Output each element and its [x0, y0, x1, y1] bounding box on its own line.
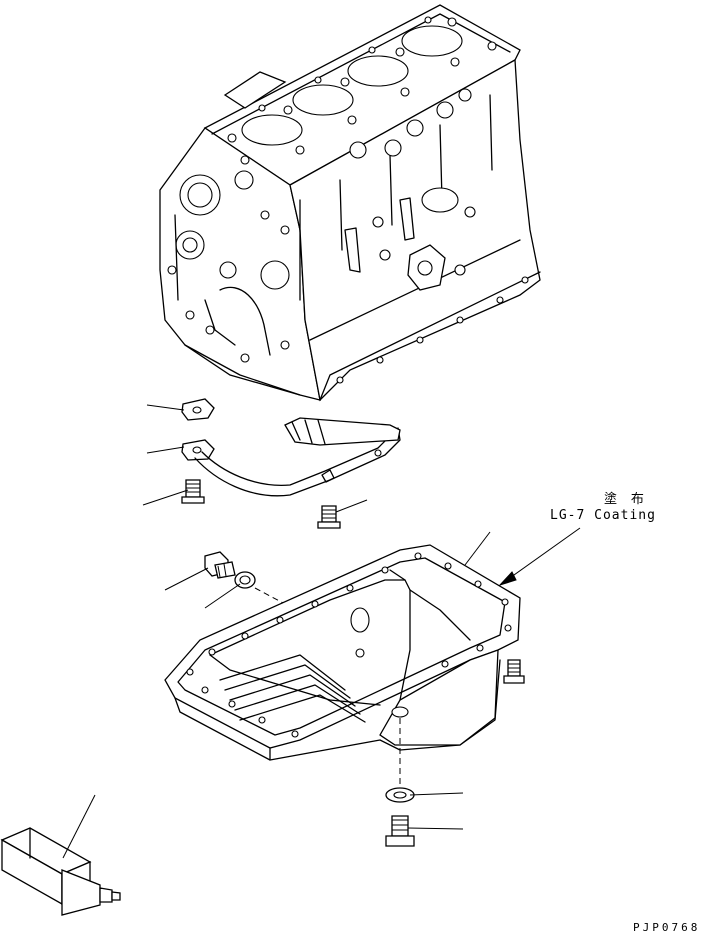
oil-pan: [164, 544, 521, 761]
oil-pipe-assembly: [181, 398, 401, 529]
pipe-flange: [181, 439, 215, 461]
drain-plug-lower: [385, 815, 415, 847]
pipe-bolt-2: [317, 505, 341, 529]
flange-gasket: [181, 398, 215, 421]
engine-block: [159, 4, 541, 402]
pan-bolt: [503, 659, 525, 684]
coating-label-japanese: 塗 布: [604, 492, 647, 507]
wrench-tool: [0, 827, 121, 916]
pipe-bolt-1: [181, 479, 205, 504]
coating-label-english: LG-7 Coating: [550, 508, 656, 523]
drawing-number: PJP0768: [633, 921, 701, 934]
leader-lines: [62, 404, 581, 859]
washer-lower: [385, 787, 415, 803]
drain-plug-upper: [204, 551, 236, 579]
